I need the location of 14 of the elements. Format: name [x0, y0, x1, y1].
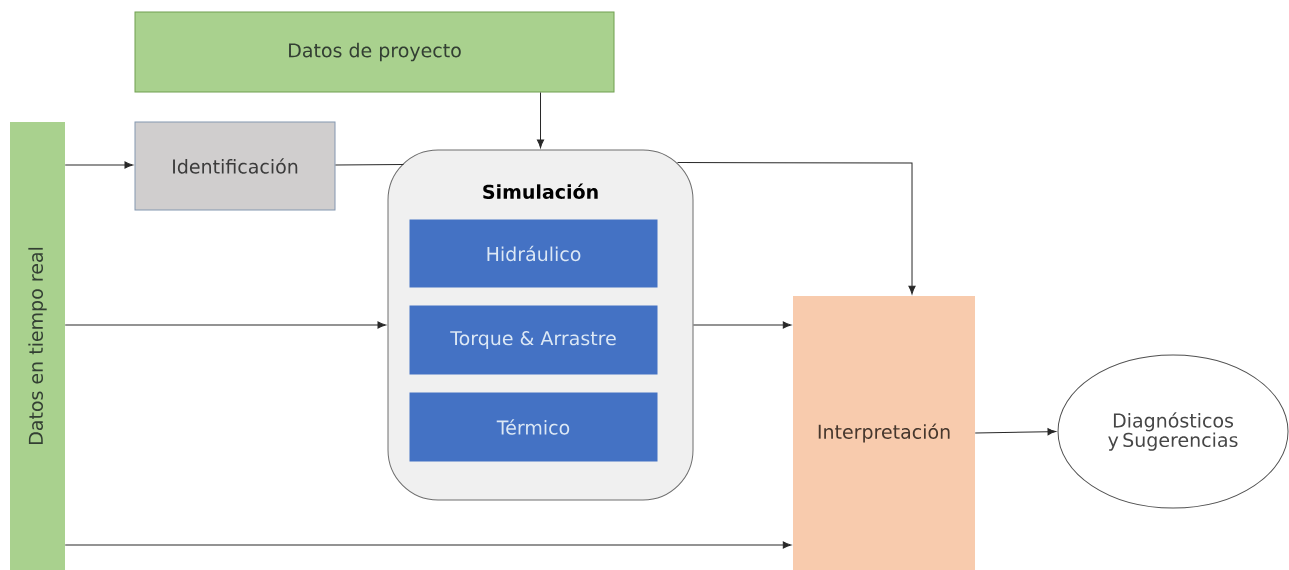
arrow: [64, 541, 792, 549]
module-box: Torque & Arrastre: [409, 305, 658, 375]
process-box: Identificación: [134, 121, 336, 211]
arrow: [974, 428, 1057, 436]
arrow: [693, 321, 792, 329]
arrow: [64, 321, 387, 329]
module-box: Térmico: [409, 392, 658, 462]
arrow: [677, 162, 916, 295]
input-bar: Datos en tiempo real: [10, 122, 65, 570]
process-box: Interpretación: [793, 296, 975, 570]
input-box: Datos de proyecto: [134, 11, 615, 93]
arrow: [64, 161, 134, 169]
arrow: [536, 92, 545, 149]
module-box: Hidráulico: [409, 219, 658, 288]
